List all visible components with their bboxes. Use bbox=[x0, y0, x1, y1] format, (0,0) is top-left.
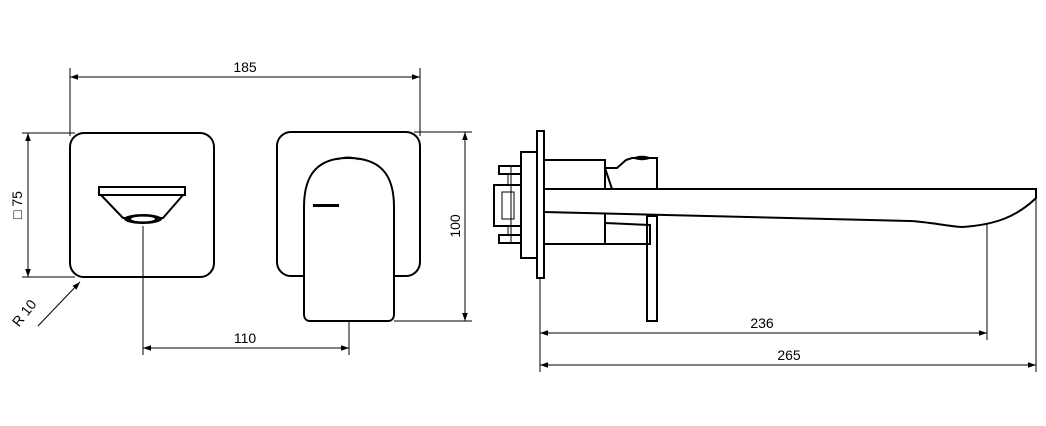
dimension-radius: R 10 bbox=[9, 281, 81, 330]
dimension-185-label: 185 bbox=[233, 59, 257, 75]
dimension-110-label: 110 bbox=[234, 330, 257, 346]
dimension-100: 100 bbox=[394, 131, 472, 322]
wall-plate bbox=[536, 130, 545, 279]
dimension-100-label: 100 bbox=[447, 214, 463, 238]
dimension-265: 265 bbox=[539, 199, 1037, 372]
front-view: 185 100 □ 75 R 10 110 bbox=[9, 59, 472, 355]
dimension-236-label: 236 bbox=[750, 315, 774, 331]
spout-outlet bbox=[98, 186, 186, 224]
dimension-110: 110 bbox=[142, 226, 350, 355]
spout-cover-plate bbox=[69, 132, 215, 278]
mixer-handle bbox=[303, 156, 395, 322]
dimension-185: 185 bbox=[69, 59, 421, 136]
spout bbox=[543, 188, 1037, 229]
dimension-236: 236 bbox=[539, 224, 988, 340]
concealed-body bbox=[493, 151, 538, 259]
dimension-265-label: 265 bbox=[777, 347, 801, 363]
radius-label: R 10 bbox=[9, 296, 40, 329]
mixer-handle-side bbox=[603, 155, 658, 322]
dimension-75-label: □ 75 bbox=[9, 191, 25, 219]
dimension-75: □ 75 bbox=[9, 132, 75, 278]
side-view: 236 265 bbox=[493, 130, 1037, 372]
